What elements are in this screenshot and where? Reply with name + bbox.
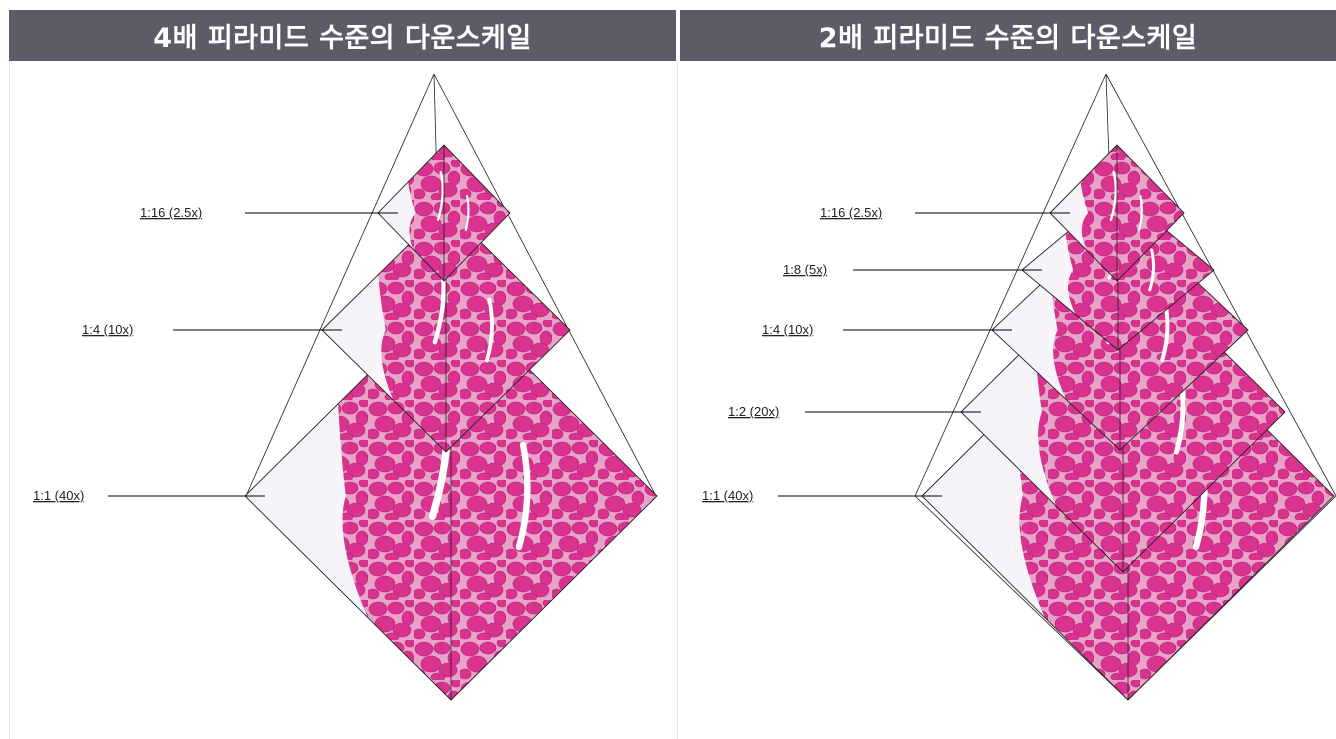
level-label: 1:8 (5x) (783, 262, 827, 277)
level-label: 1:1 (40x) (33, 488, 84, 503)
panel-2x-downscale: 2배 피라미드 수준의 다운스케일 1:16 (2.5x) 1:8 (5x) 1:4… (677, 0, 1336, 739)
panel-frame (677, 61, 678, 739)
panel-title: 4배 피라미드 수준의 다운스케일 (9, 10, 676, 61)
level-label: 1:16 (2.5x) (820, 205, 882, 220)
panel-title: 2배 피라미드 수준의 다운스케일 (680, 10, 1336, 61)
pyramid-diagram-4x: 1:16 (2.5x) 1:4 (10x) 1:1 (40x) (33, 73, 658, 701)
panel-frame (9, 61, 10, 739)
panel-4x-downscale: 4배 피라미드 수준의 다운스케일 1:16 (2.5x)1:4 (10x)1:… (9, 10, 676, 739)
panel-divider (676, 0, 680, 739)
level-label: 1:2 (20x) (728, 404, 779, 419)
level-label: 1:4 (10x) (762, 322, 813, 337)
level-label: 1:16 (2.5x) (140, 205, 202, 220)
level-label: 1:1 (40x) (702, 488, 753, 503)
level-label: 1:4 (10x) (82, 322, 133, 337)
pyramid-diagram-2x: 1:16 (2.5x) 1:8 (5x) 1:4 (10x) 1:2 (20x) 1:1… (702, 73, 1336, 701)
